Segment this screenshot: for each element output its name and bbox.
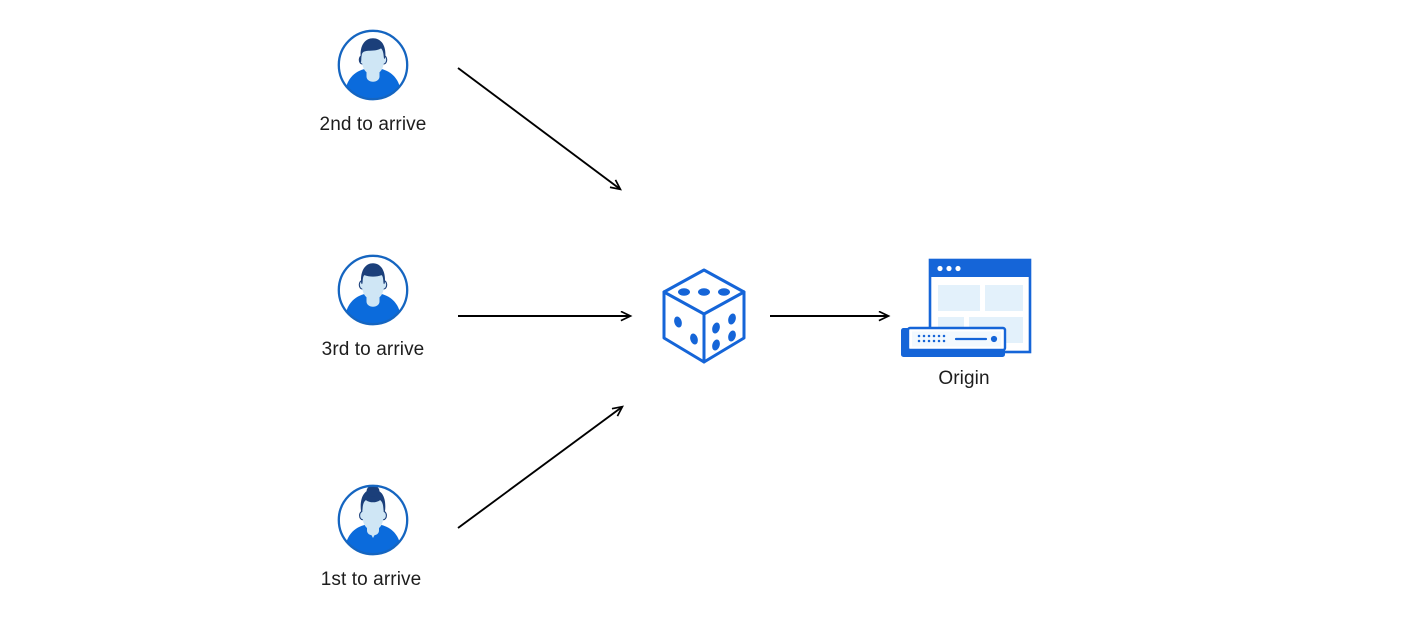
client-label-3rd: 3rd to arrive <box>321 339 425 360</box>
avatar-bun-hair-icon <box>336 483 410 557</box>
origin-server-icon <box>896 256 1036 366</box>
server-device-shape <box>901 326 1007 357</box>
client-node-2nd: 2nd to arrive <box>320 28 426 135</box>
client-node-3rd: 3rd to arrive <box>322 253 424 360</box>
origin-node: Origin <box>896 256 1036 389</box>
client-node-1st: 1st to arrive <box>321 483 421 590</box>
load-balancer-node <box>658 266 750 366</box>
client-label-2nd: 2nd to arrive <box>319 114 427 135</box>
dice-icon <box>658 266 750 366</box>
arrow-client-bottom-to-balancer <box>457 407 622 529</box>
avatar-short-hair-icon <box>336 28 410 102</box>
avatar-short-hair-icon <box>336 253 410 327</box>
origin-label: Origin <box>938 368 990 389</box>
client-label-1st: 1st to arrive <box>320 569 422 590</box>
